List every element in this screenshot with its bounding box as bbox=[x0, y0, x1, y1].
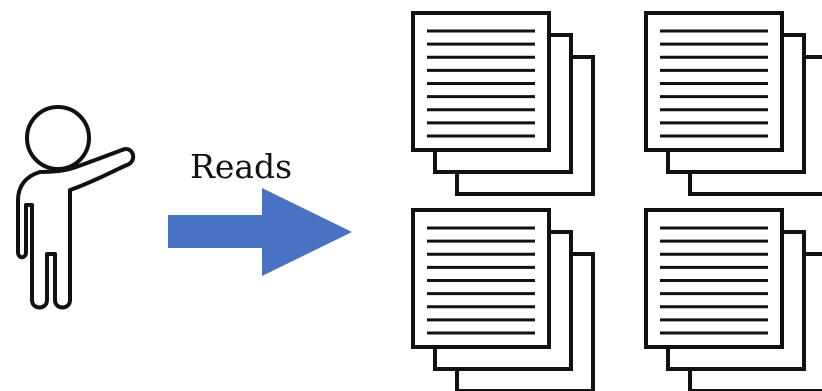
front-page bbox=[644, 208, 784, 349]
reads-label: Reads bbox=[190, 147, 292, 186]
arrow-right-icon bbox=[168, 188, 352, 276]
document-stacks bbox=[411, 11, 822, 391]
front-page bbox=[644, 11, 784, 152]
document-stack-icon bbox=[644, 208, 822, 391]
document-stack-icon bbox=[411, 208, 595, 391]
front-page bbox=[411, 208, 551, 349]
person-pointing-icon bbox=[16, 105, 136, 310]
document-stack-icon bbox=[411, 11, 595, 196]
document-stack-icon bbox=[644, 11, 822, 196]
front-page bbox=[411, 11, 551, 152]
